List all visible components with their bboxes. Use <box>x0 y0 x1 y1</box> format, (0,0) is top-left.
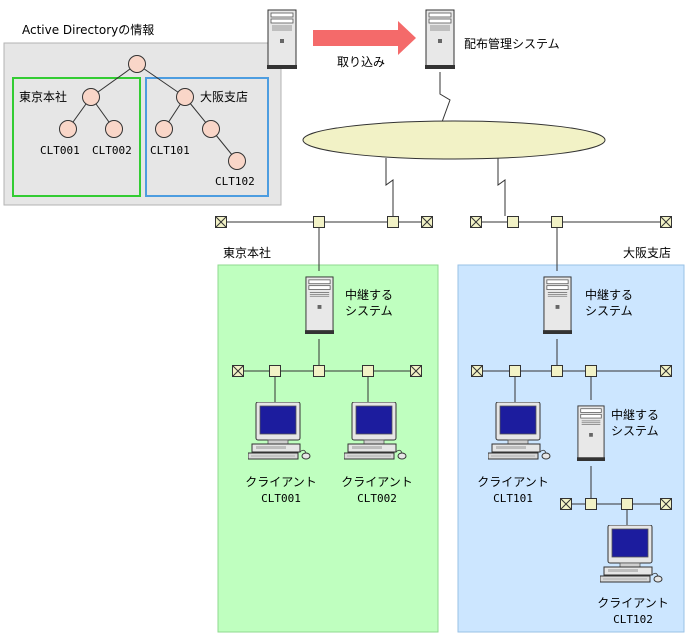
client-label-clt101: クライアント <box>477 475 549 489</box>
import-arrow-icon <box>313 21 416 55</box>
ad-tree-node-osaka-sub <box>202 120 220 138</box>
bus-terminator-icon <box>471 365 483 377</box>
bus-terminator-icon <box>470 216 482 228</box>
distribution-system-label: 配布管理システム <box>464 36 560 51</box>
ad-tree-node-clt002 <box>105 120 123 138</box>
bus-terminator-icon <box>232 365 244 377</box>
ad-tree-node-clt102 <box>228 152 246 170</box>
bus-hub-icon <box>507 216 519 228</box>
bus-hub-icon <box>551 365 563 377</box>
osaka-sub-relay-label-line2: システム <box>611 424 659 438</box>
tokyo-relay-label-line2: システム <box>345 304 393 318</box>
wan-link-osaka <box>497 158 506 216</box>
bus-hub-icon <box>362 365 374 377</box>
bus-terminator-icon <box>421 216 433 228</box>
client-id-clt102: CLT102 <box>613 613 653 626</box>
site-label-osaka: 大阪支店 <box>623 246 671 260</box>
ad-ou-label-tokyo: 東京本社 <box>19 89 67 104</box>
import-label: 取り込み <box>337 55 385 69</box>
bus-hub-icon <box>551 216 563 228</box>
bus-hub-icon <box>269 365 281 377</box>
bus-terminator-icon <box>660 365 672 377</box>
client-id-clt001: CLT001 <box>261 492 301 505</box>
bus-terminator-icon <box>560 498 572 510</box>
distribution-server-icon <box>425 9 455 70</box>
bus-hub-icon <box>313 365 325 377</box>
bus-terminator-icon <box>410 365 422 377</box>
wan-network-ellipse <box>302 120 606 160</box>
ad-tree-node-clt001 <box>59 120 77 138</box>
ou-box-osaka <box>145 77 269 197</box>
bus-terminator-icon <box>660 498 672 510</box>
osaka-sub-relay-server-icon <box>577 405 605 462</box>
tokyo-relay-label-line1: 中継する <box>345 287 393 302</box>
ad-panel-title: Active Directoryの情報 <box>22 23 154 37</box>
client-id-clt002: CLT002 <box>357 492 397 505</box>
client-id-clt101: CLT101 <box>493 492 533 505</box>
bus-hub-icon <box>585 365 597 377</box>
osaka-relay-label-line2: システム <box>585 304 633 318</box>
ad-tree-node-osaka <box>176 88 194 106</box>
osaka-sub-relay-label-line1: 中継する <box>611 407 659 422</box>
wan-link-server <box>439 72 451 123</box>
osaka-relay-server-icon <box>543 276 572 335</box>
wan-link-tokyo <box>385 158 394 216</box>
client-label-clt001: クライアント <box>245 475 317 489</box>
bus-hub-icon <box>387 216 399 228</box>
site-label-tokyo: 東京本社 <box>223 245 271 260</box>
ad-tree-root-node <box>128 55 146 73</box>
tokyo-relay-server-icon <box>305 276 334 335</box>
ad-leaf-label-clt102: CLT102 <box>215 175 255 188</box>
ad-leaf-label-clt001: CLT001 <box>40 144 80 157</box>
ad-ou-label-osaka: 大阪支店 <box>200 90 248 104</box>
osaka-relay-label-line1: 中継する <box>585 287 633 302</box>
ad-tree-node-tokyo <box>82 88 100 106</box>
bus-hub-icon <box>585 498 597 510</box>
client-label-clt102: クライアント <box>597 596 669 610</box>
bus-hub-icon <box>509 365 521 377</box>
ad-tree-node-clt101 <box>155 120 173 138</box>
ad-leaf-label-clt101: CLT101 <box>150 144 190 157</box>
client-label-clt002: クライアント <box>341 475 413 489</box>
bus-terminator-icon <box>660 216 672 228</box>
bus-hub-icon <box>313 216 325 228</box>
ad-server-icon <box>267 9 297 70</box>
ou-box-tokyo <box>12 77 141 197</box>
ad-leaf-label-clt002: CLT002 <box>92 144 132 157</box>
bus-hub-icon <box>621 498 633 510</box>
bus-terminator-icon <box>215 216 227 228</box>
